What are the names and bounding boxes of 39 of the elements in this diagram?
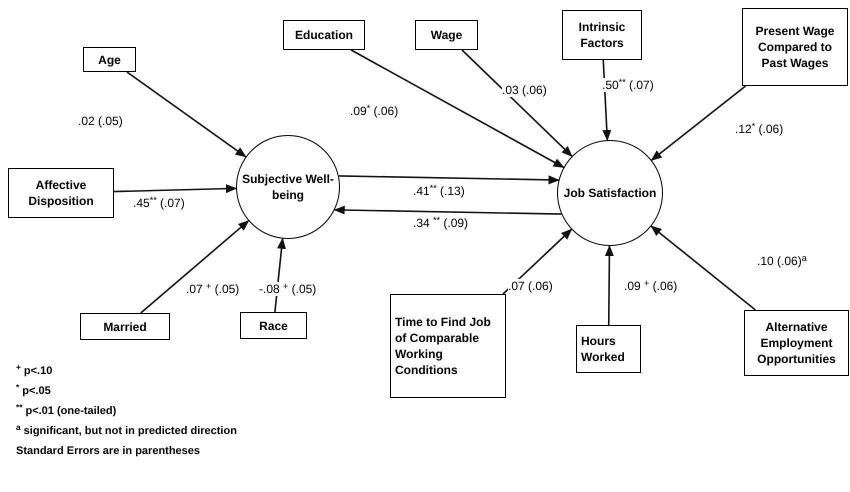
edge-label: .41$^{**}$ (.13)	[413, 184, 465, 198]
footnote: $^{a}$ significant, but not in predicted direction	[16, 424, 237, 438]
edge-label: .34 $^{**}$ (.09)	[413, 216, 468, 230]
variable-box: Affective Disposition	[8, 168, 114, 218]
arrow	[114, 184, 238, 194]
edge-label: .02 (.05)	[78, 114, 123, 128]
footnote: $^{+}$ p<.10	[16, 364, 54, 378]
footnote: $^{*}$ p<.05	[16, 384, 52, 398]
edge-label: -.08 $^{+}$ (.05)	[259, 282, 316, 296]
edge-label: .10 (.06)$^{a}$	[757, 254, 807, 268]
variable-box: Race	[240, 312, 307, 339]
arrow	[338, 175, 560, 184]
variable-box: Time to Find Job of Comparable Working Conditions	[390, 294, 506, 398]
edge-label: .09 $^{+}$ (.06)	[624, 279, 678, 293]
edge-label: .07 $^{+}$ (.05)	[186, 282, 240, 296]
edge-label: .07 (.06)	[508, 279, 553, 293]
edge-label: .50$^{**}$ (.07)	[602, 78, 654, 92]
arrow	[334, 206, 562, 215]
arrow	[604, 244, 614, 325]
variable-box: Wage	[415, 20, 478, 50]
variable-box: Age	[83, 47, 136, 72]
edge-label: .12$^{*}$ (.06)	[735, 122, 784, 136]
arrow	[650, 85, 746, 161]
arrow	[461, 49, 573, 157]
arrow	[650, 226, 756, 311]
arrow	[126, 71, 247, 158]
arrow	[350, 49, 565, 168]
variable-box: Hours Worked	[576, 325, 641, 373]
edge-label: .45$^{**}$ (.07)	[133, 196, 185, 210]
arrow	[140, 220, 250, 314]
variable-box: Intrinsic Factors	[562, 10, 642, 60]
edge-label: .09$^{*}$ (.06)	[350, 104, 398, 118]
variable-box: Married	[80, 313, 170, 340]
variable-box: Present Wage Compared to Past Wages	[742, 8, 848, 86]
edge-label: .03 (.06)	[502, 83, 547, 97]
footnote: $^{**}$ p<.01 (one-tailed)	[16, 404, 118, 418]
variable-box: Alternative Employment Opportunities	[744, 310, 849, 376]
footnote: Standard Errors are in parentheses	[16, 444, 202, 458]
variable-box: Education	[283, 20, 365, 50]
